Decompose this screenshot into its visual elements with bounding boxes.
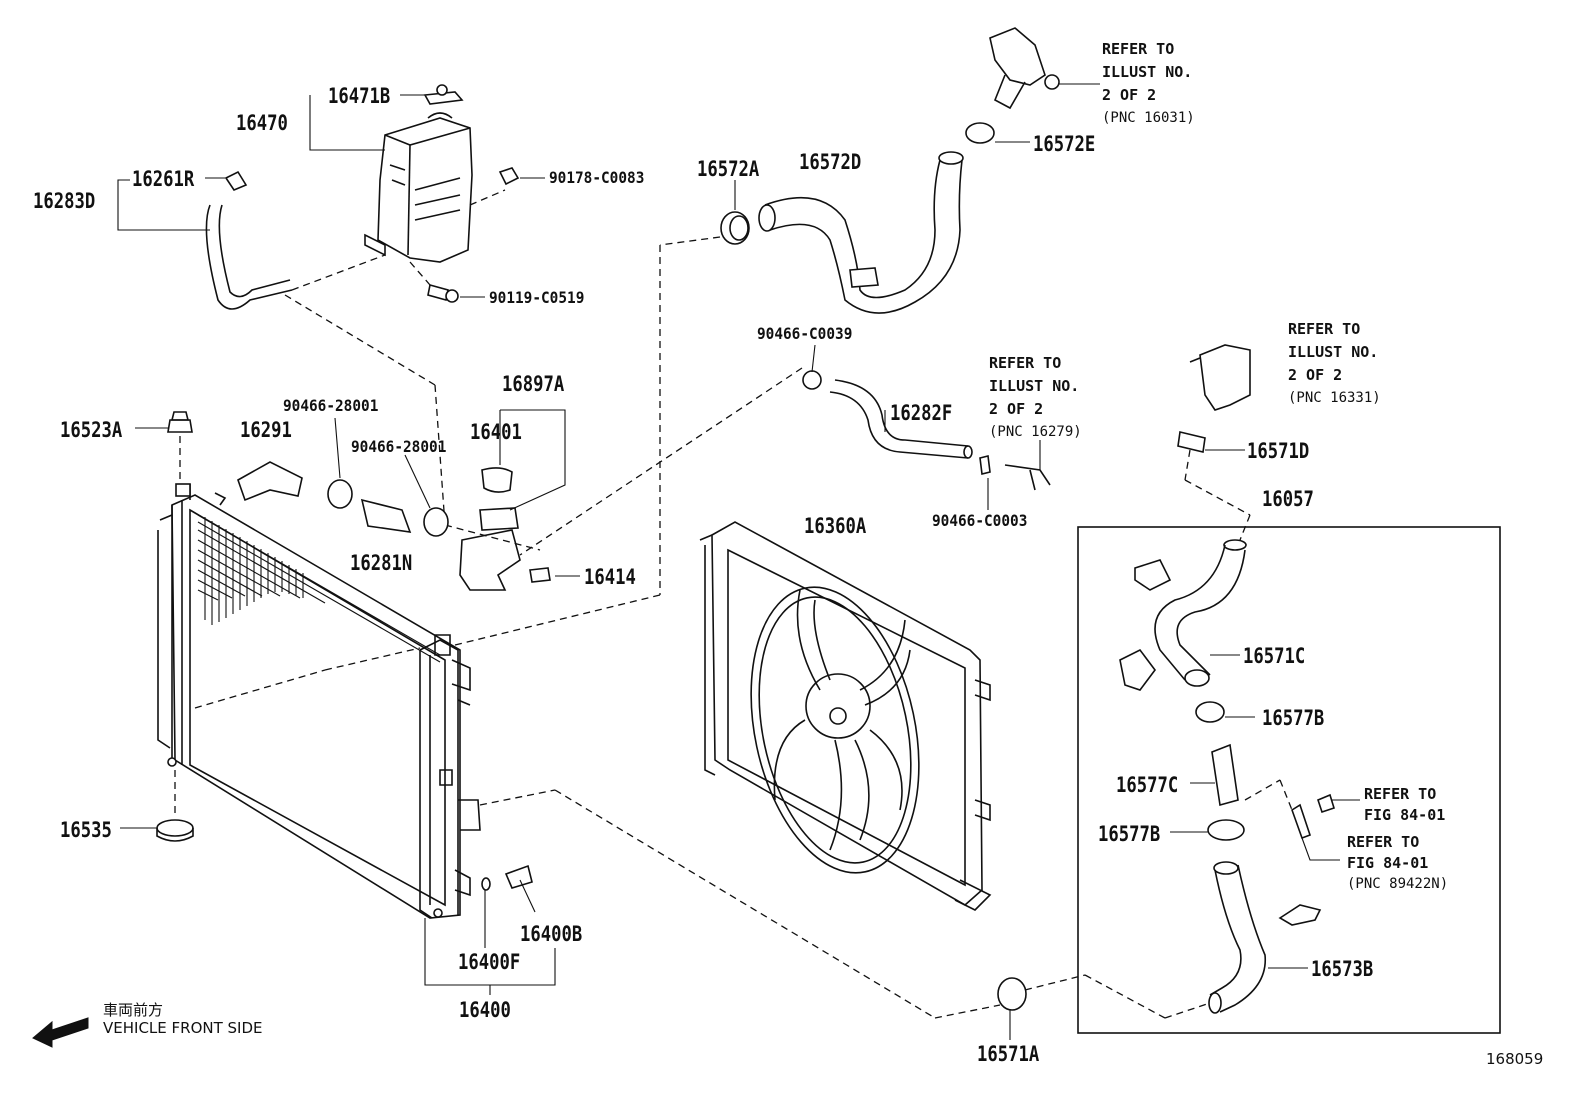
bypass-valve-16331 (1177, 344, 1251, 541)
label-16897A: 16897A (502, 372, 565, 396)
front-arrow (32, 1017, 89, 1048)
label-16283D: 16283D (33, 189, 96, 213)
label-90119-C0519: 90119-C0519 (489, 288, 585, 307)
note-fig-84-01-b: REFER TO FIG 84-01 (PNC 89422N) (1347, 833, 1449, 892)
drain-16400B (481, 864, 533, 891)
direction-label-jp: 車両前方 (103, 1001, 164, 1019)
lower-connection (194, 647, 1211, 1019)
label-90466-28001-b: 90466-28001 (351, 437, 447, 456)
note-pnc-16331: REFER TO ILLUST NO. 2 OF 2 (PNC 16331) (1288, 320, 1381, 406)
label-16577B-upper: 16577B (1262, 706, 1325, 730)
upper-hose-16572D (454, 122, 995, 646)
direction-label-en: VEHICLE FRONT SIDE (103, 1019, 263, 1037)
label-90466-C0003: 90466-C0003 (932, 511, 1028, 530)
reservoir-tank (364, 84, 506, 263)
label-16401: 16401 (470, 420, 522, 444)
label-16261R: 16261R (132, 167, 195, 191)
label-16571D: 16571D (1247, 439, 1310, 463)
label-16281N: 16281N (350, 551, 413, 575)
label-16414: 16414 (584, 565, 636, 589)
label-90178-C0083: 90178-C0083 (549, 168, 645, 187)
clamp-16577B-upper (1195, 701, 1225, 723)
radiator-assembly (157, 483, 481, 919)
bypass-hose-16282F (519, 367, 1051, 556)
note-pnc-16279: REFER TO ILLUST NO. 2 OF 2 (PNC 16279) (989, 354, 1082, 440)
note-fig-84-01-a: REFER TO FIG 84-01 (1364, 785, 1446, 824)
hose-16571C (1119, 539, 1247, 691)
filler-neck (284, 294, 551, 591)
label-16535: 16535 (60, 818, 112, 842)
label-16577C: 16577C (1116, 773, 1179, 797)
label-16573B: 16573B (1311, 957, 1374, 981)
sensor-parts (1244, 779, 1335, 926)
figure-number: 168059 (1486, 1050, 1544, 1068)
clamp-16577B-lower (1207, 819, 1245, 841)
label-90466-C0039: 90466-C0039 (757, 324, 853, 343)
label-16523A: 16523A (60, 418, 123, 442)
note-pnc-16031: REFER TO ILLUST NO. 2 OF 2 (PNC 16031) (1102, 40, 1195, 126)
label-16400F: 16400F (458, 950, 521, 974)
hose-16573B (1208, 861, 1267, 1014)
label-16571C: 16571C (1243, 644, 1306, 668)
box-16057 (1077, 526, 1501, 1034)
label-16400B: 16400B (520, 922, 583, 946)
thermostat-housing-16031 (989, 27, 1100, 110)
label-16572A: 16572A (697, 157, 760, 181)
fan-shroud-16360A (699, 521, 992, 911)
label-16282F: 16282F (890, 401, 953, 425)
clamp-90466-28001b (423, 507, 449, 537)
label-16057: 16057 (1262, 487, 1314, 511)
hose-16291 (237, 461, 303, 502)
label-16572D: 16572D (799, 150, 862, 174)
label-16572E: 16572E (1033, 132, 1096, 156)
upper-mount-16523A (167, 411, 193, 482)
label-90466-28001-a: 90466-28001 (283, 396, 379, 415)
label-16471B: 16471B (328, 84, 391, 108)
hose-16281N (360, 498, 412, 533)
lower-mount-16535 (156, 770, 194, 842)
bolt-90119 (409, 261, 459, 303)
label-16571A: 16571A (977, 1042, 1040, 1066)
clamp-90466-28001a (327, 479, 353, 509)
label-16291: 16291 (240, 418, 292, 442)
pipe-16577C (1211, 743, 1239, 807)
hose-16283D (205, 170, 386, 310)
label-16360A: 16360A (804, 514, 867, 538)
clip-90178 (498, 167, 520, 186)
label-16577B-lower: 16577B (1098, 822, 1161, 846)
label-16400: 16400 (459, 998, 511, 1022)
label-16470: 16470 (236, 111, 288, 135)
